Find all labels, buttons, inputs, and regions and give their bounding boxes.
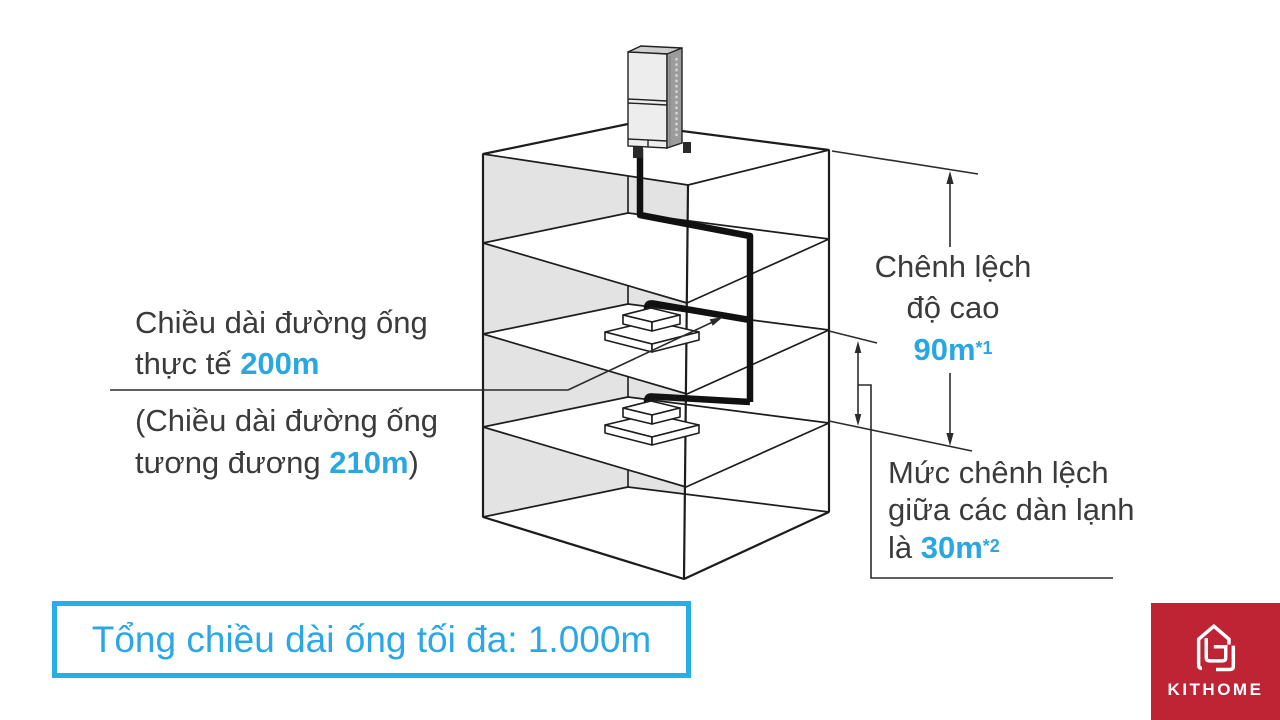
pipe-note-leader <box>110 317 723 391</box>
dimension-arrow-90m <box>946 171 954 446</box>
outdoor-unit <box>627 45 691 158</box>
dimension-arrow-30m <box>854 341 862 426</box>
logo-house-icon <box>1196 623 1235 671</box>
equiv-length-value: 210m <box>329 445 409 480</box>
total-length-box: Tổng chiều dài ống tối đa: 1.000m <box>52 601 691 678</box>
equiv-length-note: (Chiều dài đường ống tương đương 210m) <box>135 403 439 480</box>
refrigerant-pipe <box>636 149 754 406</box>
indoor-diff-value: 30m <box>920 530 983 565</box>
height-diff-footnote: *1 <box>975 338 993 358</box>
indoor-diff-footnote: *2 <box>982 536 1000 556</box>
height-diff-value: 90m <box>913 332 976 367</box>
indoor-note-leader <box>858 384 1113 579</box>
indoor-unit-1 <box>604 307 700 353</box>
total-length-label: Tổng chiều dài ống tối đa: 1.000m <box>91 618 652 660</box>
pipe-length-value: 200m <box>240 346 320 381</box>
building-outline <box>481 122 831 581</box>
kithome-logo: KITHOME <box>1151 603 1280 720</box>
indoor-diff-note: Mức chênh lệch giữa các dàn lạnh là 30m*… <box>888 455 1135 565</box>
reference-lines <box>828 150 979 452</box>
indoor-unit-2 <box>604 400 700 446</box>
height-diff-note: Chênh lệch độ cao 90m*1 <box>874 249 1032 367</box>
pipe-length-note: Chiều dài đường ống thực tế 200m <box>135 305 428 381</box>
logo-text: KITHOME <box>1167 679 1264 699</box>
